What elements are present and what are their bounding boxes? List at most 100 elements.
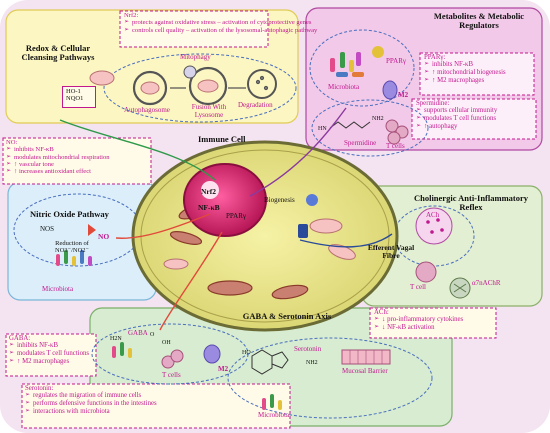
- nfkb-nucleus-label: NF-κB: [198, 203, 220, 212]
- arrow-cholinergic: [299, 233, 393, 248]
- gene-ho1: HO-1: [66, 88, 81, 95]
- microbiota-region: [309, 29, 415, 107]
- autophagosome-label: Autophagosome: [124, 106, 170, 114]
- ach-tcell-icon: [415, 261, 437, 283]
- degradation-icon: [247, 69, 277, 99]
- gaba-item: inhibits NF-κB: [9, 342, 89, 350]
- gaba-microbiota-icon: [112, 342, 132, 358]
- receptor-label: α7nAChR: [472, 279, 501, 287]
- ppar-box-text: PPARγ: inhibits NF-κB↑ mitochondrial bio…: [424, 54, 506, 84]
- ppar-item: inhibits NF-κB: [424, 61, 506, 69]
- gaba-h2n: H2N: [110, 336, 122, 342]
- gaba-label: GABA: [128, 329, 148, 337]
- nucleolus: [201, 181, 219, 199]
- no-item: ↑ increases antioxidant effect: [6, 168, 110, 175]
- nrf2-item: protects against oxidative stress – acti…: [124, 19, 317, 26]
- nrf2-box-text: Nrf2: protects against oxidative stress …: [124, 12, 317, 34]
- biogenesis-label: Biogenesis: [264, 196, 295, 204]
- gaba-axis-title: GABA & Serotonin Axis: [242, 311, 332, 321]
- serotonin-microbiota-label: Microbiota: [258, 411, 290, 419]
- metabolites-title: Metabolites & Metabolic Regulators: [433, 11, 525, 31]
- nrf2-box-title: Nrf2:: [124, 12, 139, 19]
- no-box-title: NO:: [6, 139, 18, 146]
- mucosal-barrier-icon: [341, 349, 391, 365]
- cholinergic-title: Cholinergic Anti-Inflammatory Reflex: [413, 193, 529, 213]
- gene-box: HO-1 NQO1: [62, 86, 96, 108]
- spermidine-box-title: Spermidine:: [416, 100, 450, 107]
- mitochondrion-icon: [89, 70, 115, 86]
- ppar-item: ↑ mitochondrial biogenesis: [424, 69, 506, 77]
- ach-item: ↓ pro-inflammatory cytokines: [374, 316, 463, 324]
- degradation-label: Degradation: [238, 101, 273, 109]
- no-item: ↑ vascular tone: [6, 161, 110, 168]
- nos-label: NOS: [40, 225, 55, 233]
- arrow-nrf2: [59, 119, 216, 181]
- ach-vesicle-icon: [415, 207, 453, 245]
- serotonin-box-text: Serotonin: regulates the migration of im…: [25, 385, 157, 415]
- gaba-tcells-icon: [161, 349, 184, 369]
- metab-ppar-label: PPARγ: [386, 57, 406, 65]
- nrf2-item: controls cell quality – activation of th…: [124, 27, 317, 34]
- serotonin-label: Serotonin: [294, 345, 322, 353]
- arrow-metabolites: [249, 107, 347, 197]
- receptor-cell-icon: [298, 224, 308, 238]
- no-item: modulates mitochondrial respiration: [6, 154, 110, 161]
- receptor-icon: [449, 277, 471, 299]
- serotonin-structure-icon: [251, 349, 289, 375]
- gaba-box-text: GABA: inhibits NF-κBmodulates T cell fun…: [9, 335, 89, 365]
- reduction-label: Reduction of NO3⁻/NO2⁻: [55, 240, 89, 255]
- spermidine-label: Spermidine: [344, 139, 377, 147]
- gaba-box-title: GABA:: [9, 335, 31, 342]
- redox-title: Redox & Cellular Cleansing Pathways: [21, 43, 95, 63]
- metab-m2-label: M2: [398, 91, 409, 99]
- nrf2-nucleus-label: Nrf2: [201, 187, 216, 196]
- gene-nqo1: NQO1: [66, 95, 84, 103]
- mitochondria: [163, 218, 356, 270]
- serotonin-nh2: NH2: [306, 360, 318, 366]
- metab-microbiota-label: Microbiota: [328, 83, 360, 91]
- vagal-label: Efferent Vagal Fibre: [367, 243, 415, 261]
- nitric-title: Nitric Oxide Pathway: [30, 209, 109, 219]
- cholinergic-tcell-label: T cell: [410, 283, 427, 291]
- mitophagy-region: [103, 53, 297, 123]
- nitric-microbiota-label: Microbiota: [42, 285, 74, 293]
- arrow-nitric: [115, 213, 211, 239]
- spermidine-item: ↑ autophagy: [416, 123, 497, 131]
- lysosome-fusion-icon: [183, 65, 228, 106]
- serotonin-region: [227, 337, 433, 419]
- gaba-o: O: [150, 332, 155, 338]
- vesicle-icon: [306, 194, 318, 206]
- spermidine-nh2: NH2: [372, 116, 384, 122]
- ppar-box-title: PPARγ:: [424, 54, 446, 61]
- arrowhead-no: [88, 224, 96, 236]
- microbiota-cluster-icon: [330, 52, 364, 77]
- gaba-tcells-label: T cells: [162, 371, 181, 379]
- gaba-m2-label: M2: [218, 365, 229, 373]
- ach-box-title: ACh:: [374, 309, 389, 316]
- no-box-text: NO: inhibits NF-κBmodulates mitochondria…: [6, 139, 110, 176]
- ppar-item: ↑ M2 macrophages: [424, 77, 506, 85]
- gaba-item: ↑ M2 macrophages: [9, 358, 89, 366]
- serotonin-ho: HO: [242, 350, 251, 356]
- serotonin-box-title: Serotonin:: [25, 385, 54, 392]
- m2-macrophage-icon: [382, 80, 398, 100]
- mitophagy-label: Mitophagy: [180, 53, 211, 61]
- nitric-microbiota-icon: [56, 250, 92, 266]
- gaba-oh: OH: [162, 340, 171, 346]
- gaba-item: modulates T cell functions: [9, 350, 89, 358]
- no-item: inhibits NF-κB: [6, 146, 110, 153]
- ach-label: ACh: [426, 211, 440, 219]
- immune-cell-label: Immune Cell: [198, 134, 246, 144]
- serotonin-item: regulates the migration of immune cells: [25, 392, 157, 400]
- spermidine-item: supports cellular immunity: [416, 107, 497, 115]
- ppar-ligand-icon: [372, 46, 384, 58]
- gaba-m2-icon: [203, 344, 221, 364]
- no-label: NO: [98, 232, 110, 241]
- nucleus: [183, 163, 267, 237]
- serotonin-item: interactions with microbiota: [25, 408, 157, 416]
- barrier-label: Mucosal Barrier: [342, 367, 388, 375]
- ppar-nucleus-label: PPARγ: [226, 212, 246, 220]
- ach-box-text: ACh: ↓ pro-inflammatory cytokines↓ NF-κB…: [374, 309, 463, 332]
